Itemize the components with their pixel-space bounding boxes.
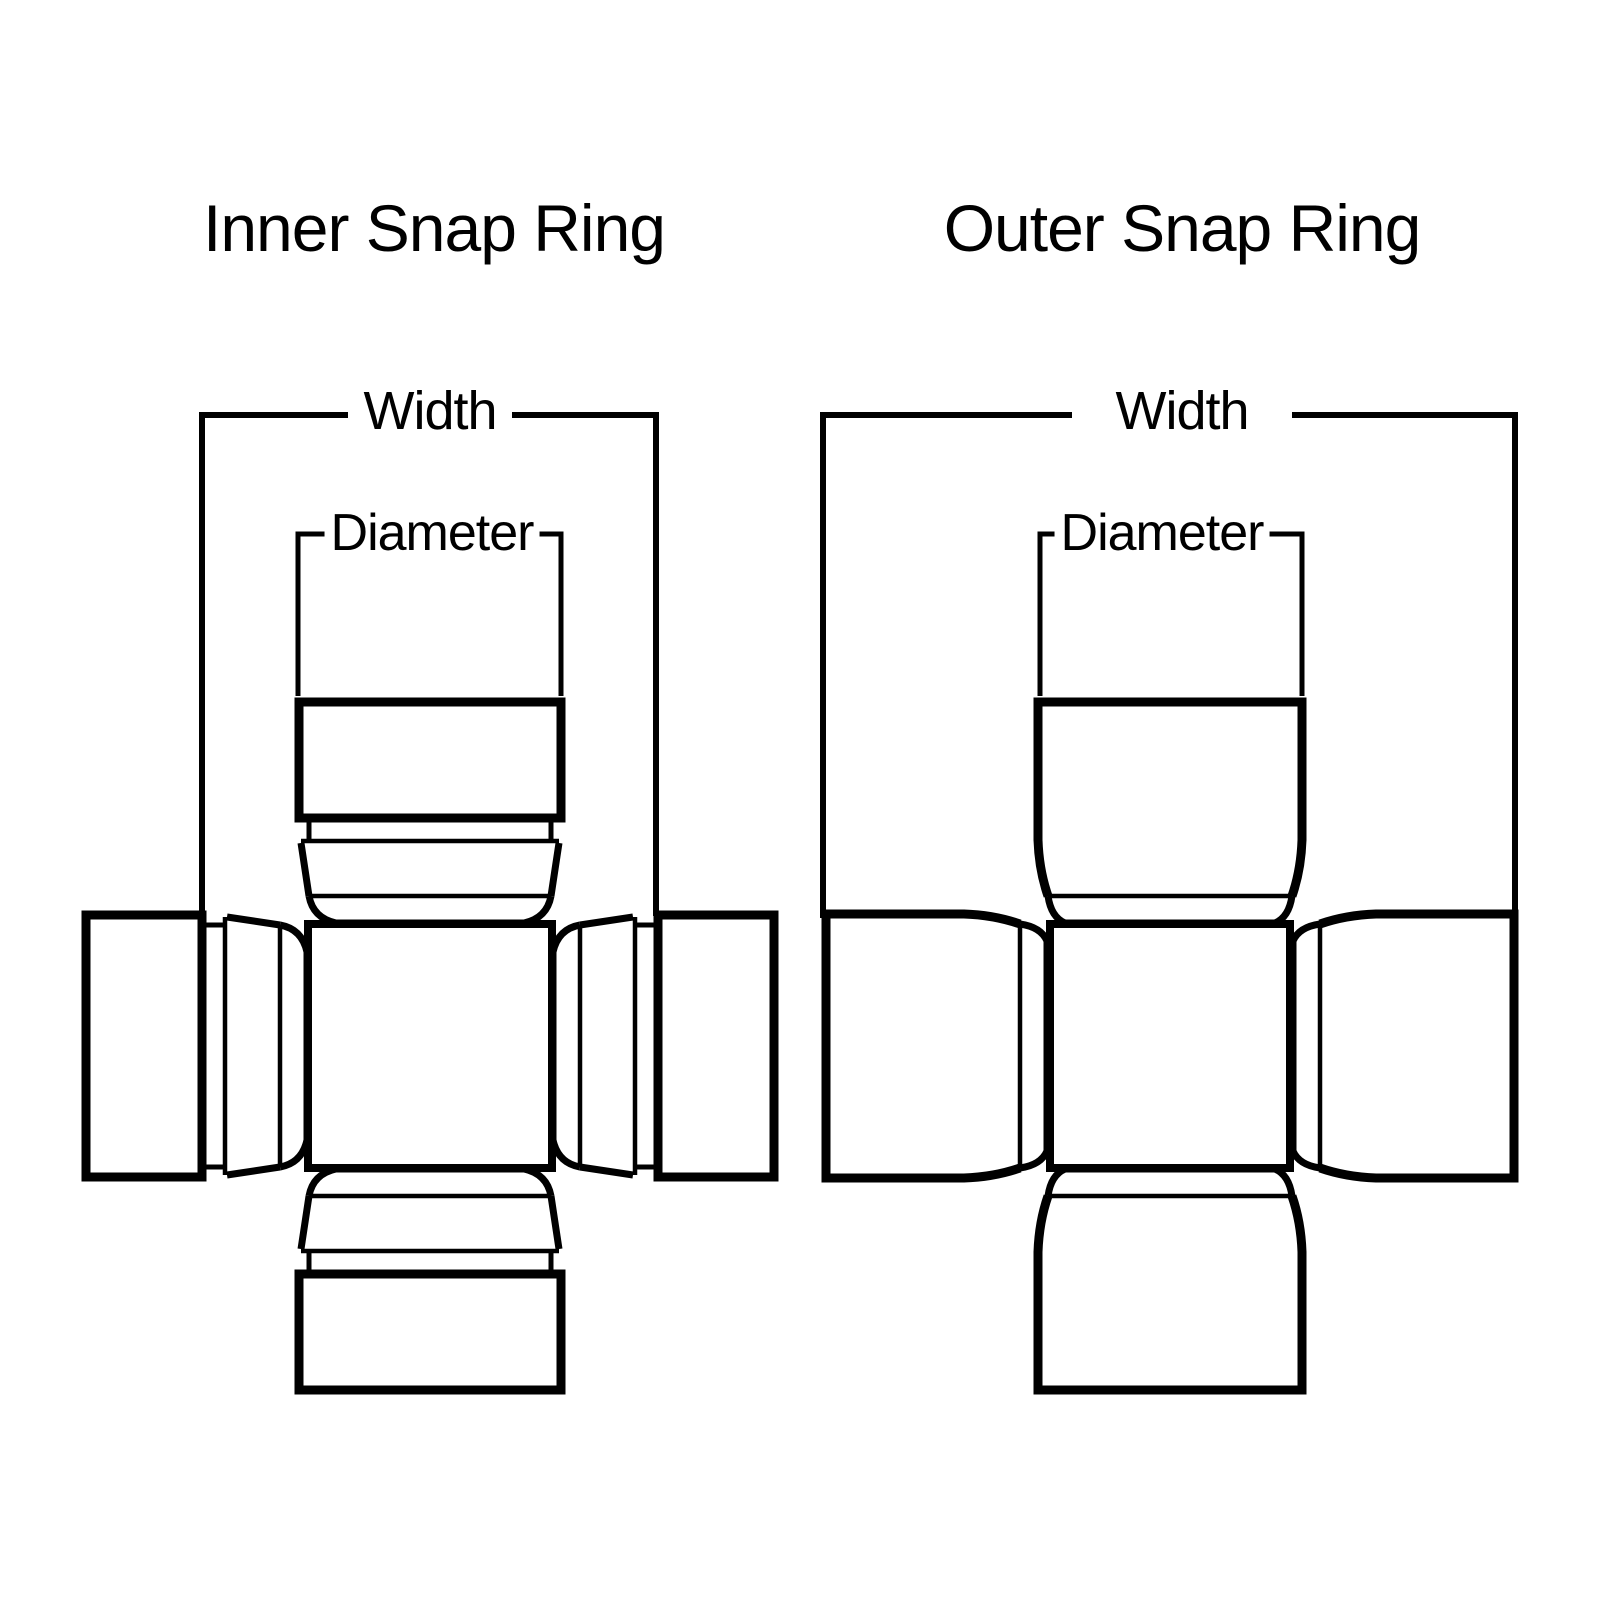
outer-cap-top <box>1038 702 1302 923</box>
inner-cap-bottom <box>299 1169 561 1390</box>
outer-diameter-bracket <box>1037 531 1305 696</box>
inner-cap-top <box>299 702 561 923</box>
inner-diameter-dimension-label: Diameter <box>324 507 540 559</box>
outer-snap-ring-drawing <box>820 412 1518 1390</box>
outer-cross-body <box>1046 920 1294 1172</box>
inner-cap-right <box>553 915 774 1177</box>
outer-width-bracket <box>820 412 1518 918</box>
inner-diagram-title: Inner Snap Ring <box>203 191 666 265</box>
outer-cap-bottom <box>1038 1169 1302 1390</box>
inner-width-bracket <box>199 412 659 916</box>
inner-snap-ring-drawing <box>86 412 774 1390</box>
outer-diagram-title: Outer Snap Ring <box>943 191 1422 265</box>
outer-cap-left <box>826 914 1047 1178</box>
inner-width-dimension-label: Width <box>357 384 503 438</box>
outer-diameter-dimension-label: Diameter <box>1054 507 1270 559</box>
inner-cross-body <box>304 920 556 1172</box>
inner-cap-left <box>86 915 307 1177</box>
outer-width-dimension-label: Width <box>1109 384 1255 438</box>
outer-cap-right <box>1293 914 1514 1178</box>
inner-diameter-bracket <box>295 531 564 696</box>
